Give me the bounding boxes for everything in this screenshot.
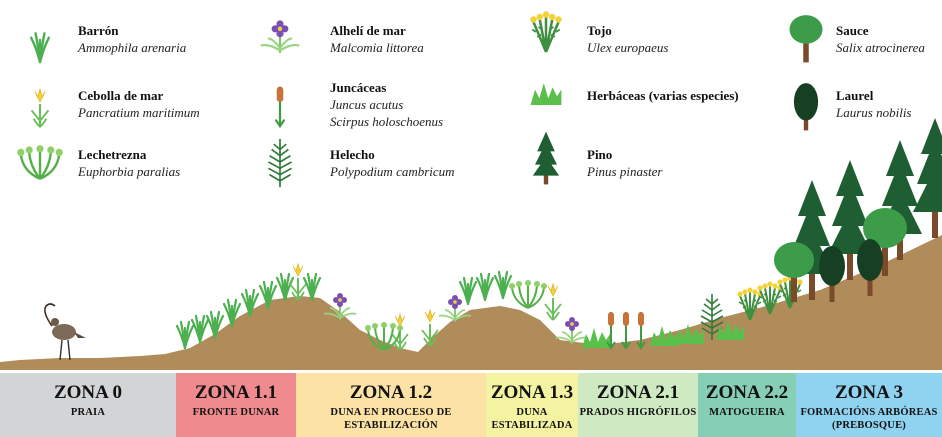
legend-scientific-name: Euphorbia paralias: [78, 164, 180, 180]
zone-subtitle: DUNA: [486, 406, 578, 419]
legend-name: Juncáceas: [330, 80, 386, 96]
legend-scientific-name: Pancratium maritimum: [78, 105, 200, 121]
zone-3: ZONA 3 FORMACIÓNS ARBÓREAS (PREBOSQUE): [796, 373, 942, 437]
zone-2-2: ZONA 2.2 MATOGUEIRA: [698, 373, 796, 437]
gorse-icon: [530, 11, 562, 52]
zone-subtitle: PRAIA: [0, 406, 176, 419]
sea-spurge-icon: [17, 145, 63, 179]
legend-name: Sauce: [836, 23, 869, 39]
herbs-icon: [531, 83, 562, 105]
legend-name: Herbáceas (varias especies): [587, 88, 739, 104]
curlew-bird-icon: [45, 304, 86, 360]
zone-0: ZONA 0 PRAIA: [0, 373, 176, 437]
zone-title: ZONA 2.2: [698, 383, 796, 403]
sea-stock-icon: [261, 20, 299, 52]
zone-subtitle: PRADOS HIGRÓFILOS: [578, 406, 698, 419]
fern-icon: [268, 139, 291, 187]
zone-2-1: ZONA 2.1 PRADOS HIGRÓFILOS: [578, 373, 698, 437]
zone-subtitle: FRONTE DUNAR: [176, 406, 296, 419]
zone-subtitle: (PREBOSQUE): [796, 419, 942, 432]
legend-name: Pino: [587, 147, 612, 163]
zone-title: ZONA 1.1: [176, 383, 296, 403]
legend-name: Laurel: [836, 88, 873, 104]
legend-scientific-name: Scirpus holoschoenus: [330, 114, 443, 130]
legend-name: Cebolla de mar: [78, 88, 163, 104]
zone-subtitle: MATOGUEIRA: [698, 406, 796, 419]
willow-icon: [790, 15, 823, 62]
marram-grass-icon: [31, 33, 49, 62]
legend-name: Barrón: [78, 23, 118, 39]
rush-icon: [276, 87, 285, 127]
zone-1-2: ZONA 1.2 DUNA EN PROCESO DE ESTABILIZACI…: [296, 373, 486, 437]
legend-scientific-name: Ulex europaeus: [587, 40, 668, 56]
zone-1-1: ZONA 1.1 FRONTE DUNAR: [176, 373, 296, 437]
legend-name: Lechetrezna: [78, 147, 146, 163]
zone-subtitle: DUNA EN PROCESO DE: [296, 406, 486, 419]
zone-title: ZONA 0: [0, 383, 176, 403]
legend-scientific-name: Polypodium cambricum: [330, 164, 455, 180]
legend-name: Alhelí de mar: [330, 23, 406, 39]
zone-title: ZONA 1.3: [486, 383, 578, 403]
legend-name: Tojo: [587, 23, 612, 39]
zone-title: ZONA 2.1: [578, 383, 698, 403]
legend-scientific-name: Juncus acutus: [330, 97, 403, 113]
zone-subtitle: ESTABILIZACIÓN: [296, 419, 486, 432]
zone-title: ZONA 1.2: [296, 383, 486, 403]
legend-scientific-name: Salix atrocinerea: [836, 40, 925, 56]
pine-icon: [533, 132, 559, 185]
sea-daffodil-icon: [32, 89, 49, 127]
zone-title: ZONA 3: [796, 383, 942, 403]
zone-subtitle: ESTABILIZADA: [486, 419, 578, 432]
zone-1-3: ZONA 1.3 DUNA ESTABILIZADA: [486, 373, 578, 437]
zone-subtitle: FORMACIÓNS ARBÓREAS: [796, 406, 942, 419]
legend-scientific-name: Malcomia littorea: [330, 40, 424, 56]
laurel-icon: [794, 83, 818, 130]
legend-scientific-name: Pinus pinaster: [587, 164, 662, 180]
legend-scientific-name: Laurus nobilis: [836, 105, 912, 121]
legend-scientific-name: Ammophila arenaria: [78, 40, 186, 56]
legend-name: Helecho: [330, 147, 375, 163]
